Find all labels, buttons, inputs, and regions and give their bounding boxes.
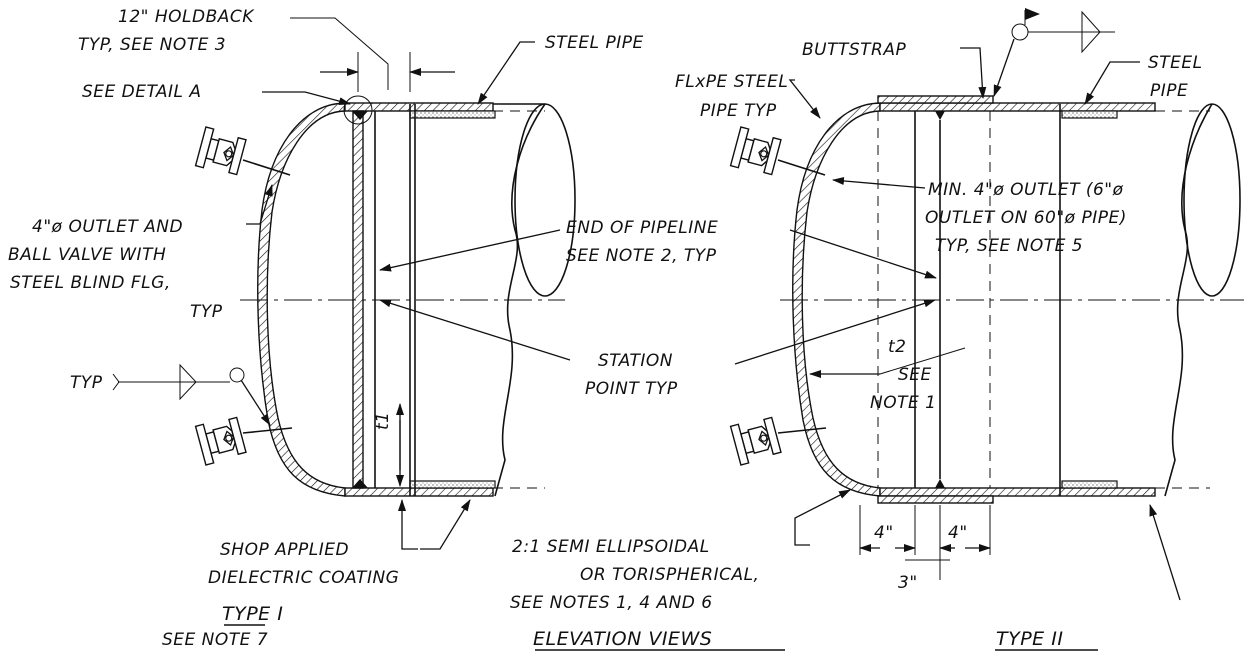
steel-pipe-left-label: STEEL PIPE [545,33,644,53]
type-1-pipe-end [514,103,576,297]
dim-4in-left: 4" [874,523,894,543]
outlet-label-4: TYP [190,302,223,322]
buttstrap-bottom [877,495,994,504]
semi-ellipsoidal-label-1: 2:1 SEMI ELLIPSOIDAL [512,537,710,557]
holdback-note: TYP, SEE NOTE 3 [78,35,226,55]
min-outlet-label-2: OUTLET ON 60"ø PIPE) [925,208,1127,228]
semi-ellipsoidal-label-2: OR TORISPHERICAL, [580,565,759,585]
end-of-pipeline-label-2: SEE NOTE 2, TYP [566,246,717,266]
outlet-label-3: STEEL BLIND FLG, [10,273,171,293]
holdback-label: 12" HOLDBACK [118,7,255,27]
typ-weld-label: TYP [70,373,103,393]
steel-pipe-right-label-1: STEEL [1148,53,1203,73]
flxpe-label-1: FLxPE STEEL [675,72,788,92]
type-1-top-shell [344,102,494,112]
leader-lines [112,8,1181,651]
detail-a-circle [343,95,373,125]
type-1-coating-bottom [409,480,496,489]
type-2-title: TYPE II [996,628,1063,650]
type-1-coating-top [409,110,496,119]
annotations: 12" HOLDBACK TYP, SEE NOTE 3 STEEL PIPE … [8,7,1203,650]
elevation-views-title: ELEVATION VIEWS [533,628,712,650]
steel-pipe-right-label-2: PIPE [1150,81,1188,101]
buttstrap-label: BUTTSTRAP [802,40,906,60]
min-outlet-label-1: MIN. 4"ø OUTLET (6"ø [928,180,1124,200]
flxpe-label-2: PIPE TYP [700,101,777,121]
t2-label: t2 [888,337,906,357]
station-point-label-2: POINT TYP [585,379,678,399]
type-1-assembly [194,95,576,497]
dim-4in-right: 4" [948,523,968,543]
type-1-bottom-shell [344,487,494,497]
type-1-lower-valve [194,414,248,466]
station-point-label-1: STATION [598,351,673,371]
see-detail-a-label: SEE DETAIL A [82,82,201,102]
t1-label: t1 [373,412,393,430]
buttstrap-top [877,95,994,104]
see-note-7-label: SEE NOTE 7 [162,630,268,650]
dim-3in: 3" [898,573,918,593]
semi-ellipsoidal-label-3: SEE NOTES 1, 4 AND 6 [510,593,713,613]
type-2-bottom-shell [879,487,1156,497]
type-2-top-shell [879,102,1156,112]
see-note-1-label-2: NOTE 1 [870,393,936,413]
outlet-label-2: BALL VALVE WITH [8,245,166,265]
end-of-pipeline-label-1: END OF PIPELINE [566,218,718,238]
type-2-assembly [729,95,1244,580]
type-2-pipe-end [1183,103,1241,297]
type-1-title: TYPE I [222,603,283,625]
outlet-label-1: 4"ø OUTLET AND [32,217,183,237]
type-2-upper-valve [729,126,783,178]
type-1-upper-valve [194,126,248,178]
shop-applied-label-1: SHOP APPLIED [220,540,349,560]
type-2-lower-valve [729,414,783,466]
shop-applied-label-2: DIELECTRIC COATING [208,568,399,588]
see-note-1-label-1: SEE [898,365,932,385]
min-outlet-label-3: TYP, SEE NOTE 5 [935,236,1083,256]
